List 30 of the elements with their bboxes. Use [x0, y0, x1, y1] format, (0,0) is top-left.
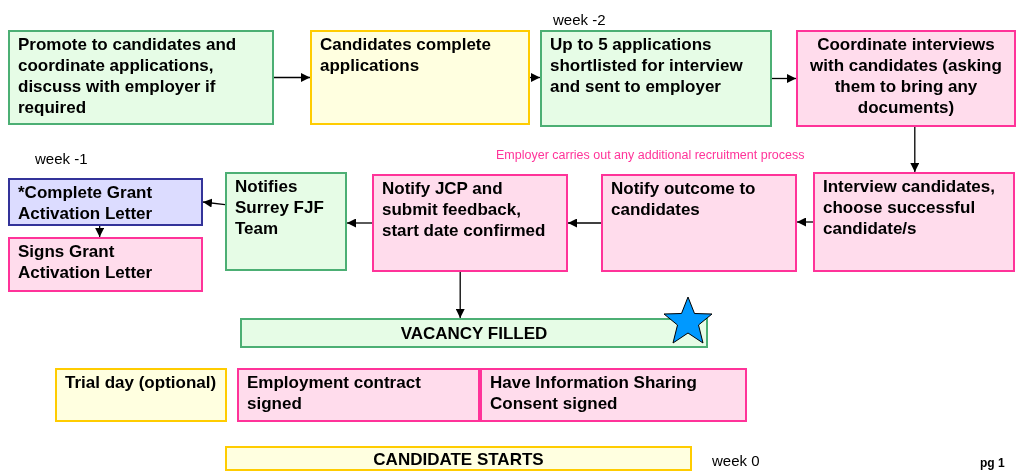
process-box: *Complete Grant Activation Letter: [8, 178, 203, 226]
arrow: [567, 218, 602, 228]
process-box: Have Information Sharing Consent signed: [480, 368, 747, 422]
process-box: Up to 5 applications shortlisted for interview and sent to employer: [540, 30, 772, 127]
process-box: Trial day (optional): [55, 368, 227, 422]
note-text: week -2: [553, 11, 606, 29]
arrow: [529, 73, 541, 82]
note-text: pg 1: [980, 456, 1005, 471]
process-box: Employment contract signed: [237, 368, 480, 422]
process-box: Interview candidates, choose successful candidate/s: [813, 172, 1015, 272]
process-box: Notifies Surrey FJF Team: [225, 172, 347, 271]
process-box: Coordinate interviews with candidates (asking them to bring any documents): [796, 30, 1016, 127]
arrow: [910, 126, 920, 173]
arrow: [455, 271, 465, 319]
note-text: week -1: [35, 150, 88, 168]
arrow: [771, 74, 797, 83]
arrow: [95, 225, 105, 238]
process-box: Notify JCP and submit feedback, start date confirmed: [372, 174, 568, 272]
arrow: [346, 218, 373, 228]
process-box: CANDIDATE STARTS: [225, 446, 692, 471]
arrow: [273, 73, 311, 82]
process-box: Signs Grant Activation Letter: [8, 237, 203, 292]
process-box: Notify outcome to candidates: [601, 174, 797, 272]
note-text: Employer carries out any additional recruitment process: [496, 148, 805, 163]
note-text: week 0: [712, 452, 760, 470]
process-box: VACANCY FILLED: [240, 318, 708, 348]
process-box: Promote to candidates and coordinate applications, discuss with employer if required: [8, 30, 274, 125]
arrow: [796, 217, 814, 227]
process-box: Candidates complete applications: [310, 30, 530, 125]
arrow: [202, 198, 226, 208]
